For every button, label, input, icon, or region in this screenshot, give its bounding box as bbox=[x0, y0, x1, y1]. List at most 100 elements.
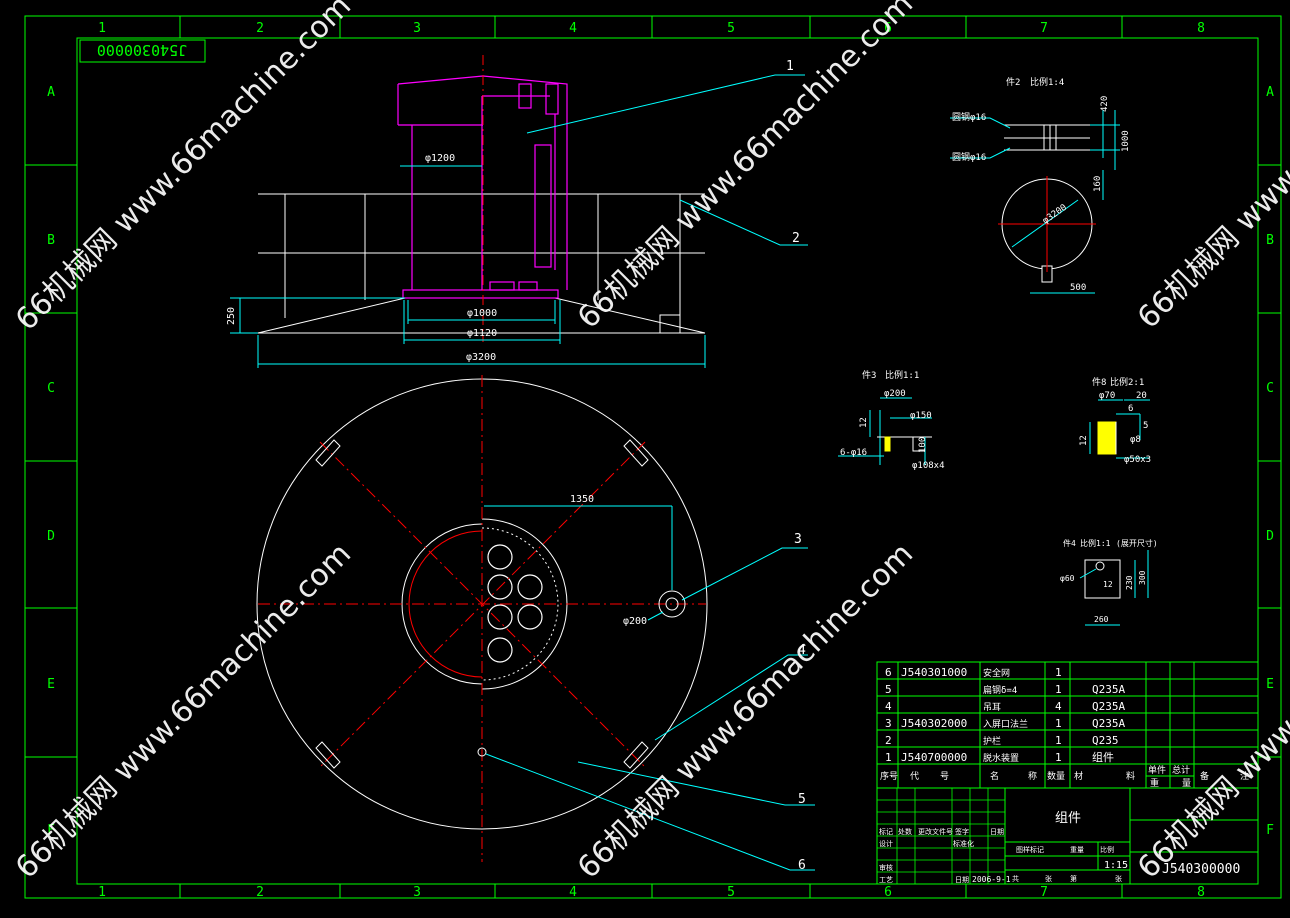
svg-text:比例2:1: 比例2:1 bbox=[1110, 376, 1144, 388]
svg-text:图样标记: 图样标记 bbox=[1016, 845, 1044, 854]
svg-text:12: 12 bbox=[859, 417, 869, 428]
svg-text:量: 量 bbox=[1182, 778, 1191, 789]
lifting-lugs bbox=[315, 439, 649, 769]
row-label-left: A bbox=[47, 85, 55, 100]
bom-cell-name: 护栏 bbox=[983, 735, 1001, 747]
dim-height-250: 250 bbox=[226, 307, 237, 325]
col-label-top: 8 bbox=[1197, 21, 1205, 36]
svg-text:更改文件号: 更改文件号 bbox=[918, 827, 953, 836]
row-label-right: B bbox=[1266, 233, 1274, 248]
svg-text:日期: 日期 bbox=[955, 876, 969, 884]
svg-text:设计: 设计 bbox=[879, 839, 893, 848]
bom-cell-name: 安全网 bbox=[983, 667, 1010, 679]
bom-cell-name: 扁钢δ=4 bbox=[983, 684, 1017, 696]
detail-3 bbox=[838, 397, 932, 465]
svg-text:号: 号 bbox=[940, 771, 949, 782]
col-label-bottom: 8 bbox=[1197, 885, 1205, 900]
svg-text:圆钢φ16: 圆钢φ16 bbox=[952, 151, 986, 163]
svg-text:420: 420 bbox=[1100, 96, 1110, 112]
row-label-left: E bbox=[47, 677, 55, 692]
dim-dia-3200: φ3200 bbox=[466, 352, 496, 363]
title-block bbox=[876, 787, 1259, 885]
col-label-bottom: 6 bbox=[884, 885, 892, 900]
drawing-code-text: J540300000 bbox=[97, 41, 187, 59]
svg-text:代: 代 bbox=[910, 771, 919, 782]
svg-text:单件: 单件 bbox=[1148, 764, 1166, 776]
detail-4-texts: 件4 比例1:1 (展开尺寸) φ60 12 230 300 260 bbox=[1060, 538, 1158, 624]
detail-2 bbox=[998, 124, 1096, 283]
plan-view-dim-texts: 1350 φ200 bbox=[570, 494, 647, 627]
dim-dia-1200: φ1200 bbox=[425, 153, 455, 164]
svg-text:材: 材 bbox=[1074, 770, 1083, 782]
drawing-code-bottom: J540300000 bbox=[1162, 862, 1240, 877]
dim-dia-1120: φ1120 bbox=[467, 328, 497, 339]
drawing-code-top: J540300000 bbox=[79, 39, 206, 63]
bom-cell-mat: Q235A bbox=[1092, 717, 1125, 730]
svg-text:称: 称 bbox=[1028, 770, 1037, 782]
callout-1: 1 bbox=[786, 59, 794, 74]
svg-text:100: 100 bbox=[918, 437, 928, 453]
detail2-title: 件2 bbox=[1006, 76, 1020, 88]
bom-cell-qty: 1 bbox=[1055, 666, 1062, 679]
svg-text:工艺: 工艺 bbox=[879, 876, 893, 884]
svg-text:φ8: φ8 bbox=[1130, 435, 1141, 445]
row-label-right: A bbox=[1266, 85, 1274, 100]
detail-3-texts: 件3 比例1:1 φ200 φ150 12 6-φ16 100 φ108x4 bbox=[840, 369, 945, 471]
dim-dia-1000: φ1000 bbox=[467, 308, 497, 319]
svg-text:标准化: 标准化 bbox=[953, 839, 974, 848]
bom-cell-no: 3 bbox=[885, 717, 892, 730]
svg-text:重量: 重量 bbox=[1070, 846, 1084, 854]
svg-text:φ200: φ200 bbox=[884, 389, 906, 399]
svg-text:件3: 件3 bbox=[862, 369, 876, 381]
tube-holes bbox=[487, 544, 543, 663]
svg-text:300: 300 bbox=[1138, 570, 1147, 585]
title-block-labels: 标记 处数 更改文件号 签字 日期 设计 标准化 审核 工艺 日期 图样标记 重… bbox=[879, 827, 1122, 884]
bom-cell-name: 吊耳 bbox=[983, 702, 1001, 713]
col-label-top: 7 bbox=[1040, 21, 1048, 36]
svg-text:日期: 日期 bbox=[990, 828, 1004, 836]
callout-6: 6 bbox=[798, 858, 806, 873]
svg-text:重: 重 bbox=[1150, 777, 1159, 789]
callout-3: 3 bbox=[794, 532, 802, 547]
bom-cell-no: 1 bbox=[885, 751, 892, 764]
svg-text:数量: 数量 bbox=[1047, 770, 1065, 782]
front-view bbox=[257, 55, 706, 342]
callout-4: 4 bbox=[798, 643, 806, 658]
col-label-bottom: 3 bbox=[413, 885, 421, 900]
bom-cell-no: 4 bbox=[885, 700, 892, 713]
drawing-date: 2006-9-1 bbox=[972, 875, 1011, 884]
row-label-left: C bbox=[47, 381, 55, 396]
flange-inner bbox=[665, 597, 679, 611]
detail-4 bbox=[1079, 550, 1149, 626]
row-label-left: F bbox=[47, 823, 55, 838]
drawing-title: 组件 bbox=[1055, 811, 1081, 826]
col-label-top: 4 bbox=[569, 21, 577, 36]
svg-text:φ60: φ60 bbox=[1060, 574, 1075, 583]
svg-text:230: 230 bbox=[1125, 575, 1134, 590]
col-label-top: 3 bbox=[413, 21, 421, 36]
bom-cell-name: 脱水装置 bbox=[983, 752, 1019, 764]
small-hole bbox=[477, 747, 487, 757]
svg-text:160: 160 bbox=[1093, 176, 1103, 192]
flange-outer bbox=[658, 590, 686, 618]
front-view-dimensions bbox=[230, 165, 706, 368]
bom-cell-name: 入屏口法兰 bbox=[983, 718, 1028, 730]
col-label-bottom: 7 bbox=[1040, 885, 1048, 900]
col-label-top: 1 bbox=[98, 21, 106, 36]
svg-text:名: 名 bbox=[990, 770, 999, 782]
plan-view bbox=[256, 375, 708, 862]
callout-numbers: 1 2 3 4 5 6 bbox=[786, 59, 806, 873]
bom-table bbox=[876, 661, 1259, 789]
drawing-frame bbox=[24, 15, 1282, 899]
svg-text:序号: 序号 bbox=[880, 770, 898, 782]
svg-text:总计: 总计 bbox=[1172, 764, 1190, 776]
bom-cell-no: 2 bbox=[885, 734, 892, 747]
callout-leaders bbox=[485, 74, 815, 871]
svg-text:处数: 处数 bbox=[898, 827, 912, 836]
bom-cell-mat: Q235 bbox=[1092, 734, 1119, 747]
row-label-left: D bbox=[47, 529, 55, 544]
svg-text:张: 张 bbox=[1045, 874, 1052, 883]
callout-5: 5 bbox=[798, 792, 806, 807]
dewatering-device bbox=[397, 75, 568, 299]
